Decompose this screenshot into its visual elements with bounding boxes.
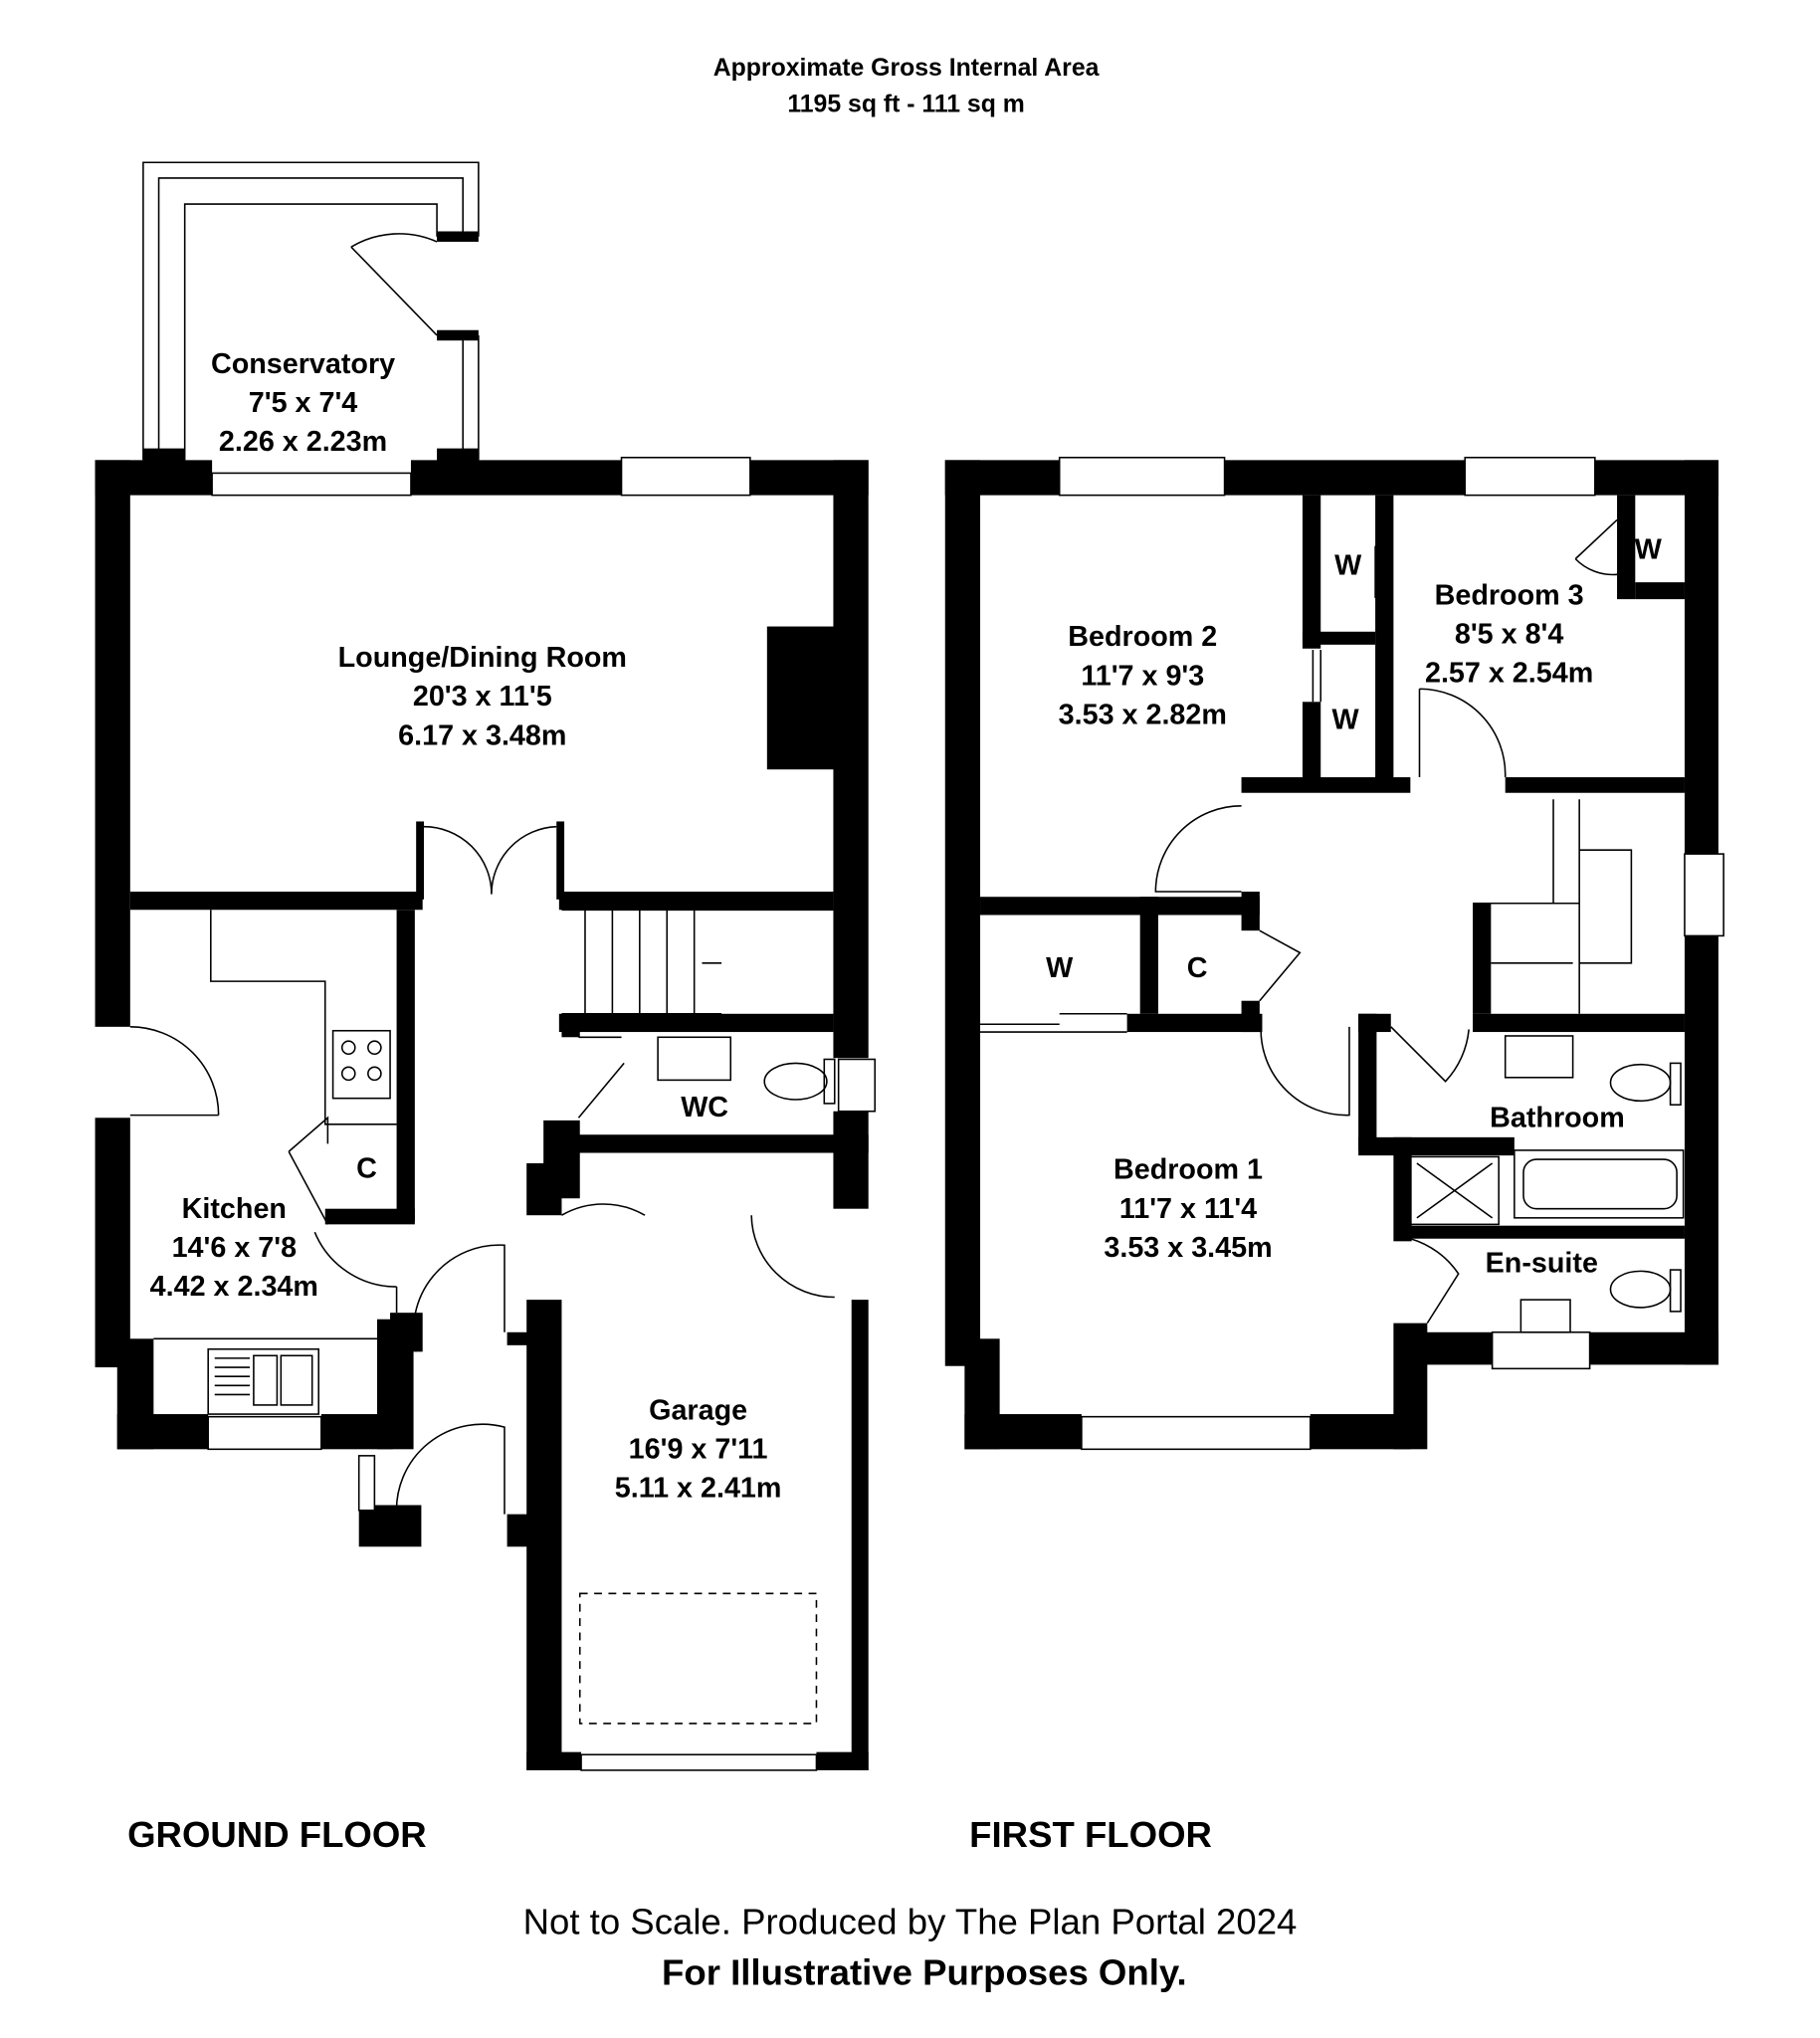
wardrobe-label: W xyxy=(1635,534,1663,566)
footer-disclaimer: Not to Scale. Produced by The Plan Porta… xyxy=(523,1902,1298,1942)
area-value: 1195 sq ft - 111 sq m xyxy=(787,91,1024,117)
room-lounge-dining: Lounge/Dining Room 20'3 x 11'5 6.17 x 3.… xyxy=(338,642,627,751)
hob-icon xyxy=(331,1029,391,1100)
bathroom-toilet-icon xyxy=(1609,1063,1672,1103)
shower-icon xyxy=(1409,1155,1500,1226)
wardrobe-label: W xyxy=(1331,705,1359,736)
svg-text:16'9 x 7'11: 16'9 x 7'11 xyxy=(629,1433,768,1465)
svg-text:Bedroom 1: Bedroom 1 xyxy=(1113,1154,1263,1186)
ensuite-label: En-suite xyxy=(1486,1248,1598,1280)
wc-label: WC xyxy=(681,1092,728,1123)
first-floor-plan xyxy=(944,456,1724,1451)
svg-text:11'7 x 11'4: 11'7 x 11'4 xyxy=(1119,1193,1257,1225)
wc-basin-icon xyxy=(657,1036,732,1082)
svg-text:Bedroom 3: Bedroom 3 xyxy=(1435,579,1584,611)
toilet-icon xyxy=(763,1062,828,1101)
wardrobe-label: W xyxy=(1046,952,1074,984)
svg-text:20'3 x 11'5: 20'3 x 11'5 xyxy=(413,681,552,713)
svg-text:11'7 x 9'3: 11'7 x 9'3 xyxy=(1081,660,1204,692)
svg-text:3.53 x 3.45m: 3.53 x 3.45m xyxy=(1104,1232,1272,1264)
room-bedroom-1: Bedroom 1 11'7 x 11'4 3.53 x 3.45m xyxy=(1104,1154,1272,1264)
ground-floor-plan xyxy=(95,161,877,1771)
wardrobe-label: W xyxy=(1334,549,1362,581)
svg-text:Conservatory: Conservatory xyxy=(211,348,395,380)
svg-text:4.42 x 2.34m: 4.42 x 2.34m xyxy=(150,1271,318,1303)
room-bedroom-2: Bedroom 2 11'7 x 9'3 3.53 x 2.82m xyxy=(1059,621,1227,730)
ground-floor-label: GROUND FLOOR xyxy=(127,1814,427,1855)
svg-text:2.26 x 2.23m: 2.26 x 2.23m xyxy=(219,426,387,458)
room-kitchen: Kitchen 14'6 x 7'8 4.42 x 2.34m xyxy=(150,1193,318,1303)
svg-text:2.57 x 2.54m: 2.57 x 2.54m xyxy=(1425,658,1593,690)
conservatory-frame xyxy=(142,161,480,461)
svg-text:5.11 x 2.41m: 5.11 x 2.41m xyxy=(615,1473,782,1505)
room-conservatory: Conservatory 7'5 x 7'4 2.26 x 2.23m xyxy=(211,348,395,458)
svg-text:Lounge/Dining Room: Lounge/Dining Room xyxy=(338,642,627,674)
cupboard-label: C xyxy=(1187,952,1208,984)
svg-text:Kitchen: Kitchen xyxy=(182,1193,287,1225)
footer-illustrative: For Illustrative Purposes Only. xyxy=(662,1951,1187,1992)
bathroom-label: Bathroom xyxy=(1490,1102,1625,1133)
area-title: Approximate Gross Internal Area xyxy=(713,55,1100,82)
svg-text:8'5 x 8'4: 8'5 x 8'4 xyxy=(1455,619,1564,651)
sink-icon xyxy=(207,1347,319,1415)
kitchen-cupboard-label: C xyxy=(356,1152,377,1184)
room-bedroom-3: Bedroom 3 8'5 x 8'4 2.57 x 2.54m xyxy=(1425,579,1593,689)
svg-text:6.17 x 3.48m: 6.17 x 3.48m xyxy=(398,719,566,751)
first-floor-label: FIRST FLOOR xyxy=(969,1814,1212,1855)
svg-text:14'6 x 7'8: 14'6 x 7'8 xyxy=(172,1232,297,1264)
svg-text:Garage: Garage xyxy=(649,1394,747,1426)
svg-text:Bedroom 2: Bedroom 2 xyxy=(1068,621,1217,653)
room-garage: Garage 16'9 x 7'11 5.11 x 2.41m xyxy=(615,1394,782,1504)
ensuite-toilet-icon xyxy=(1609,1270,1672,1309)
svg-text:7'5 x 7'4: 7'5 x 7'4 xyxy=(249,387,358,419)
bath-icon xyxy=(1514,1149,1685,1219)
svg-text:3.53 x 2.82m: 3.53 x 2.82m xyxy=(1059,700,1227,731)
